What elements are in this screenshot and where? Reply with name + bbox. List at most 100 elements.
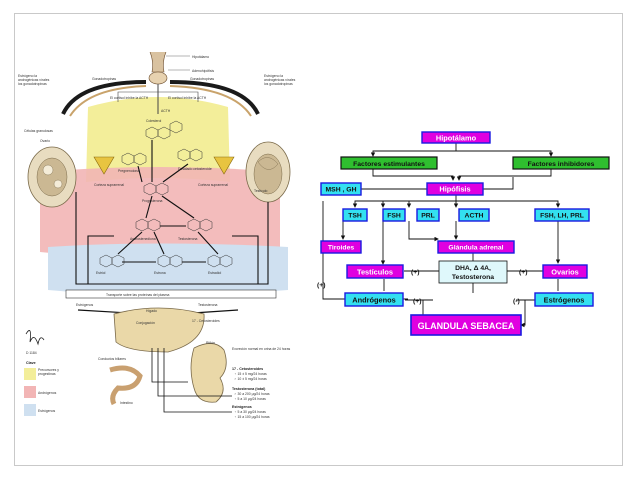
minus-sign: (-) [513, 298, 520, 305]
legend-swatch-precursors [24, 368, 36, 380]
plus-sign-2: (+) [519, 269, 528, 276]
node-hipotalamo [421, 131, 491, 144]
node-testiculos [346, 264, 404, 279]
gonadotropin-arrow-left [61, 80, 147, 115]
node-msh-gh [320, 182, 362, 196]
node-fsh [382, 208, 406, 222]
node-glandula-adrenal-label: Glándula adrenal [448, 245, 503, 252]
intestine-shape [109, 365, 143, 406]
hormone-pathway-illustration: Hipotálamo Adenohipófisis Gonadotropinas… [18, 51, 296, 440]
label-estradiol: Estradiol [208, 271, 221, 275]
label-rinon: Riñón [206, 341, 215, 345]
artist-signature [25, 330, 45, 346]
node-androgenos [344, 292, 404, 307]
estrogens-region [48, 243, 288, 295]
node-estrogenos [534, 292, 594, 307]
pituitary-stalk [149, 51, 167, 73]
label-estriol: Estriol [96, 271, 106, 275]
flow-lines [75, 140, 269, 285]
node-fsh-lh-prl-label: FSH, LH, PRL [540, 213, 584, 220]
node-factores-inhibidores-label: Factores inhibidores [528, 161, 595, 168]
node-dha-testosterona [438, 260, 508, 284]
steroid-structures [99, 120, 233, 268]
label-gonadotropinas-left: Gonadotropinas [92, 77, 116, 81]
label-androstenediona: Androstenediona [130, 237, 156, 241]
node-acth-label: ACTH [465, 213, 484, 220]
label-corteza-right: Corteza suprarrenal [198, 183, 228, 187]
plus-sign-4: (+) [413, 298, 422, 305]
hormone-pathway-svg: Hipotálamo Adenohipófisis Gonadotropinas… [18, 51, 296, 419]
plus-sign-1: (+) [411, 269, 420, 276]
androgens-region [40, 167, 280, 258]
node-glandula-adrenal [437, 240, 515, 254]
node-glandula-sebacea-label: GLANDULA SEBACEA [418, 321, 515, 331]
liver-shape [113, 307, 205, 353]
legend-item-estrogens: Estrógenos [38, 409, 55, 413]
node-fsh-label: FSH [387, 213, 401, 220]
label-estrogenos: Estrógenos [76, 303, 93, 307]
label-conductos: Conductos biliares [98, 357, 126, 361]
label-ovario: Ovario [40, 139, 50, 143]
node-ovarios [542, 264, 588, 279]
node-fsh-lh-prl [534, 208, 590, 222]
node-tiroides [320, 240, 362, 254]
node-tsh [342, 208, 368, 222]
gonadotropin-arrow-right [169, 80, 260, 115]
note-right: Estrógeno la androgénicas vírales los go… [264, 74, 296, 86]
node-hipofisis [426, 182, 484, 196]
excretion-line-1: 17 - Cetosteroides [232, 367, 263, 371]
label-cetosteroides: 17 - Cetosteroides [192, 319, 220, 323]
label-estrona: Estrona [154, 271, 166, 275]
flowchart-svg: Hipotálamo Factores estimulantes Factore… [317, 131, 610, 336]
figure-code: D 1184 [26, 351, 37, 355]
kidney-shape [190, 343, 227, 403]
node-prl [416, 208, 440, 222]
excretion-line-2: ♀ 15 ± 5 mg/24 horas [234, 372, 267, 376]
node-androgenos-label: Andrógenos [352, 296, 396, 305]
flowchart-connectors [322, 143, 561, 328]
excretion-line-6: ♀ 5 a 10 μg/24 horas [234, 397, 266, 401]
legend-title: Clave [26, 361, 36, 365]
excretion-line-7: Estrógenos [232, 405, 252, 409]
label-transport: Transporte sobre las proteínas del plasm… [106, 293, 170, 297]
label-cortisol-left: El cortisol inhibe la ACTH [110, 96, 149, 100]
label-testosterona: Testosterona [178, 237, 198, 241]
node-testosterona-line: Testosterona [452, 274, 494, 281]
node-estrogenos-label: Estrógenos [544, 296, 585, 305]
excretion-line-3: ♂ 10 ± 5 mg/24 horas [234, 377, 267, 381]
node-tsh-label: TSH [348, 213, 362, 220]
node-acth [458, 208, 490, 222]
excretion-line-4: Testosterona (total) [232, 387, 266, 391]
plus-sign-3: (+) [317, 282, 326, 289]
label-gonadotropinas-right: Gonadotropinas [190, 77, 214, 81]
label-progesterona: Progesterona [142, 199, 162, 203]
label-hipotalamo: Hipotálamo [192, 55, 209, 59]
node-factores-estimulantes-label: Factores estimulantes [353, 161, 425, 168]
node-factores-inhibidores [512, 156, 610, 170]
adrenal-left-shape [93, 156, 115, 175]
label-desalado: Desalado cetosteroide [178, 167, 212, 171]
label-cortisol-right: El cortisol inhibe la ACTH [168, 96, 207, 100]
excretion-line-8: ♀ 5 a 30 μg/24 horas [234, 410, 266, 414]
node-hipotalamo-label: Hipotálamo [436, 134, 477, 143]
excretion-title: Excreción normal en orina de 24 horas [232, 347, 291, 351]
node-glandula-sebacea [410, 314, 522, 336]
node-msh-gh-label: MSH , GH [326, 187, 357, 194]
legend-item-androgens: Andrógenos [38, 391, 57, 395]
node-factores-estimulantes [340, 156, 438, 170]
label-pregnenolona: Pregnenolona [118, 169, 139, 173]
legend-swatch-androgens [24, 386, 36, 398]
node-testiculos-label: Testículos [357, 268, 393, 277]
note-left: Estrógeno la androgénicas vírales los go… [18, 74, 50, 86]
node-tiroides-label: Tiroides [328, 245, 355, 252]
excretion-line-9: ♀ 15 a 100 μg/24 horas [234, 415, 270, 419]
label-higado: Hígado [146, 309, 157, 313]
sebaceous-regulation-diagram: Hipotálamo Factores estimulantes Factore… [313, 129, 617, 343]
node-dha-line: DHA, Δ 4A, [455, 265, 491, 272]
label-testosterona-2: Testosterona [198, 303, 218, 307]
node-prl-label: PRL [421, 213, 435, 220]
label-testiculo: Testículo [254, 189, 267, 193]
adrenal-right-shape [213, 156, 235, 175]
label-celulas: Células granulosas [24, 129, 53, 133]
legend-item-precursors: Precursores y progestinas [38, 368, 59, 376]
